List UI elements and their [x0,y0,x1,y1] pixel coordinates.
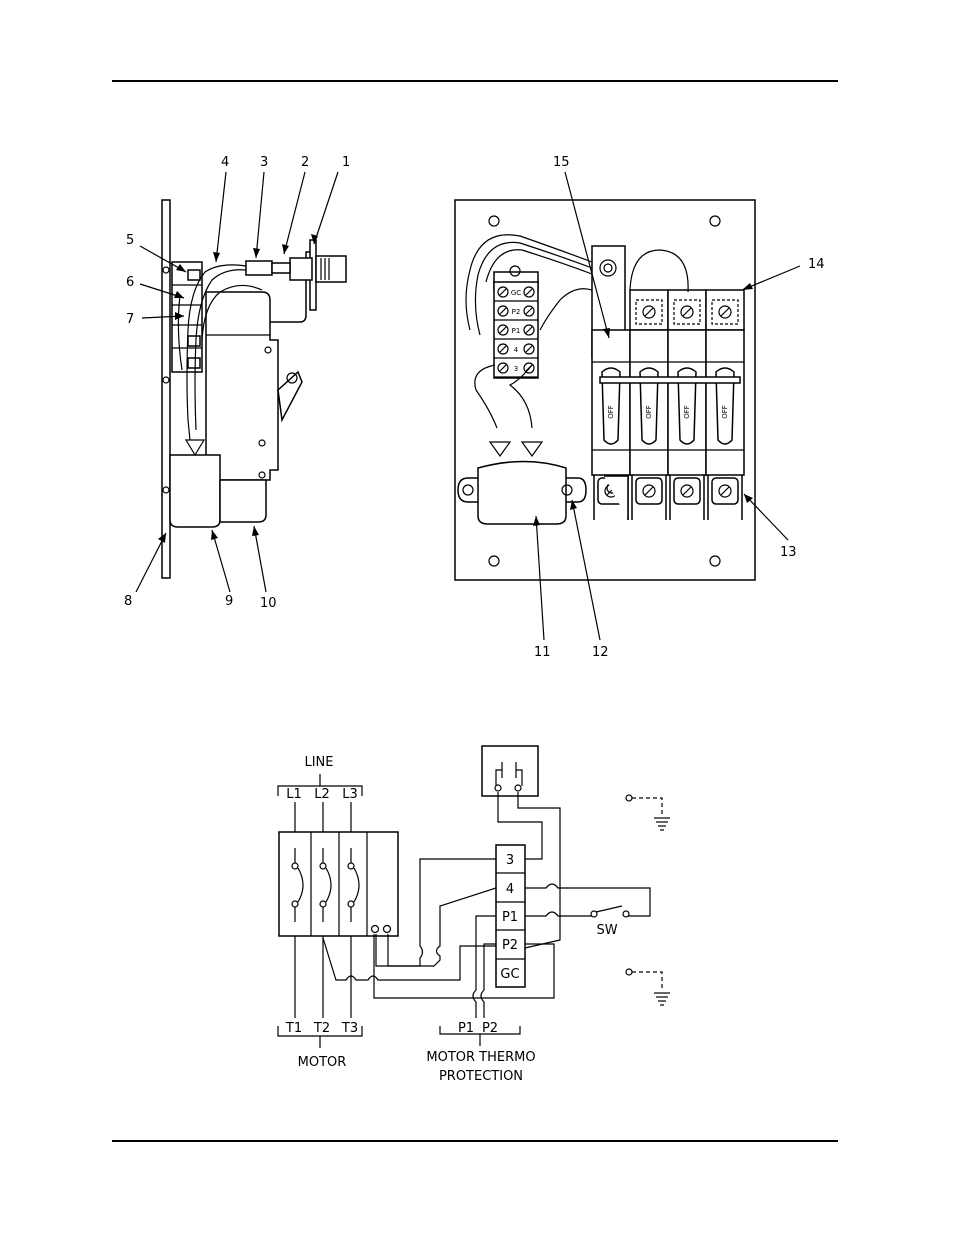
callout-12: 12 [592,645,609,660]
capacitor-bracket-side [220,480,266,522]
block-terminal-3: 3 [506,853,514,868]
motor-terminal-t1: T1 [285,1021,302,1036]
schematic-terminal-block: 3 4 P1 P2 GC [496,845,525,987]
motor-terminal-t2: T2 [313,1021,330,1036]
switch-label: SW [596,923,617,938]
callout-2: 2 [301,155,309,170]
breaker-lever-side [278,372,302,420]
callout-1: 1 [342,155,350,170]
line-terminal-l2: L2 [314,787,330,802]
callout-4: 4 [221,155,229,170]
callout-11: 11 [534,645,551,660]
callout-13: 13 [780,545,797,560]
breaker-off-mark: OFF [721,405,729,419]
motor-terminal-t3: T3 [341,1021,358,1036]
thermo-label-line2: PROTECTION [439,1069,523,1084]
callout-10: 10 [260,596,277,611]
terminal-strip-mark: P1 [512,327,521,335]
breaker-housing-side [206,292,278,480]
callout-9: 9 [225,594,233,609]
side-view-figure: 1 2 3 4 5 6 7 8 9 10 [124,155,350,611]
mounting-plate-side [162,200,170,578]
schematic-capacitor-box [482,746,538,796]
block-terminal-4: 4 [506,882,514,897]
thermo-terminal-p1: P1 [458,1021,474,1036]
line-terminal-l3: L3 [342,787,358,802]
callout-6: 6 [126,275,134,290]
terminal-strip-mark: 4 [514,346,519,354]
terminal-strip-mark: P2 [512,308,521,316]
breaker-unit: OFF [668,290,706,520]
cable-connector [246,261,272,275]
block-terminal-p1: P1 [502,910,518,925]
callout-8: 8 [124,594,132,609]
line-label: LINE [304,755,333,770]
terminal-strip-mark: GC [511,289,521,297]
motor-label: MOTOR [298,1055,347,1070]
breaker-tie-bar [600,377,740,383]
terminal-strip-mark: 3 [514,365,518,373]
breaker-off-mark: OFF [607,405,615,419]
callout-14: 14 [808,257,825,272]
callout-7: 7 [126,312,134,327]
block-terminal-p2: P2 [502,938,518,953]
switch-body [290,258,312,280]
line-terminal-l1: L1 [286,787,302,802]
breaker-off-mark: OFF [683,405,691,419]
thermo-label-line1: MOTOR THERMO [426,1050,535,1065]
capacitor-front [478,462,566,525]
thermo-terminal-p2: P2 [482,1021,498,1036]
callout-3: 3 [260,155,268,170]
block-terminal-gc: GC [500,967,519,982]
breaker-unit: OFF [706,290,744,520]
callout-15: 15 [553,155,570,170]
wiring-schematic: LINE L1 L2 L3 T1 T2 T3 [278,746,670,1084]
ground-symbol [626,795,670,830]
capacitor-side [170,455,220,527]
callout-5: 5 [126,233,134,248]
breaker-unit: OFF [630,290,668,520]
ground-symbol [626,969,670,1005]
breaker-off-mark: OFF [645,405,653,419]
